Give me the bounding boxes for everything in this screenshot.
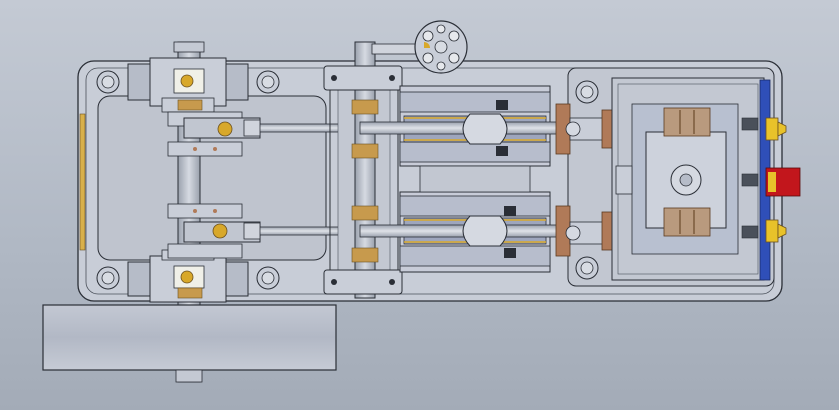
handwheel-icon[interactable] [414,20,468,74]
bolt-icon [96,70,120,94]
bolt-icon [256,266,280,290]
main-bearing-bottom[interactable] [127,249,249,303]
cylinder-spacer [419,165,531,193]
generator-housing[interactable] [611,77,765,281]
bolt-icon [575,80,599,104]
corner-bolts [96,70,599,290]
crank-web-upper[interactable] [167,111,261,157]
crank-web-lower[interactable] [167,203,261,259]
terminal-yellow-icon[interactable] [765,117,787,141]
valve-fittings[interactable] [555,103,613,257]
cylinder-block-lower[interactable] [359,191,569,273]
terminal-red-icon[interactable] [765,167,801,197]
bolt-icon [575,256,599,280]
bolt-icon [96,266,120,290]
crosshead-guide-frame[interactable] [323,41,417,299]
cylinder-block-upper[interactable] [359,85,569,167]
bolt-icon [256,70,280,94]
flywheel-icon[interactable] [42,304,337,383]
terminal-yellow-icon[interactable] [765,219,787,243]
